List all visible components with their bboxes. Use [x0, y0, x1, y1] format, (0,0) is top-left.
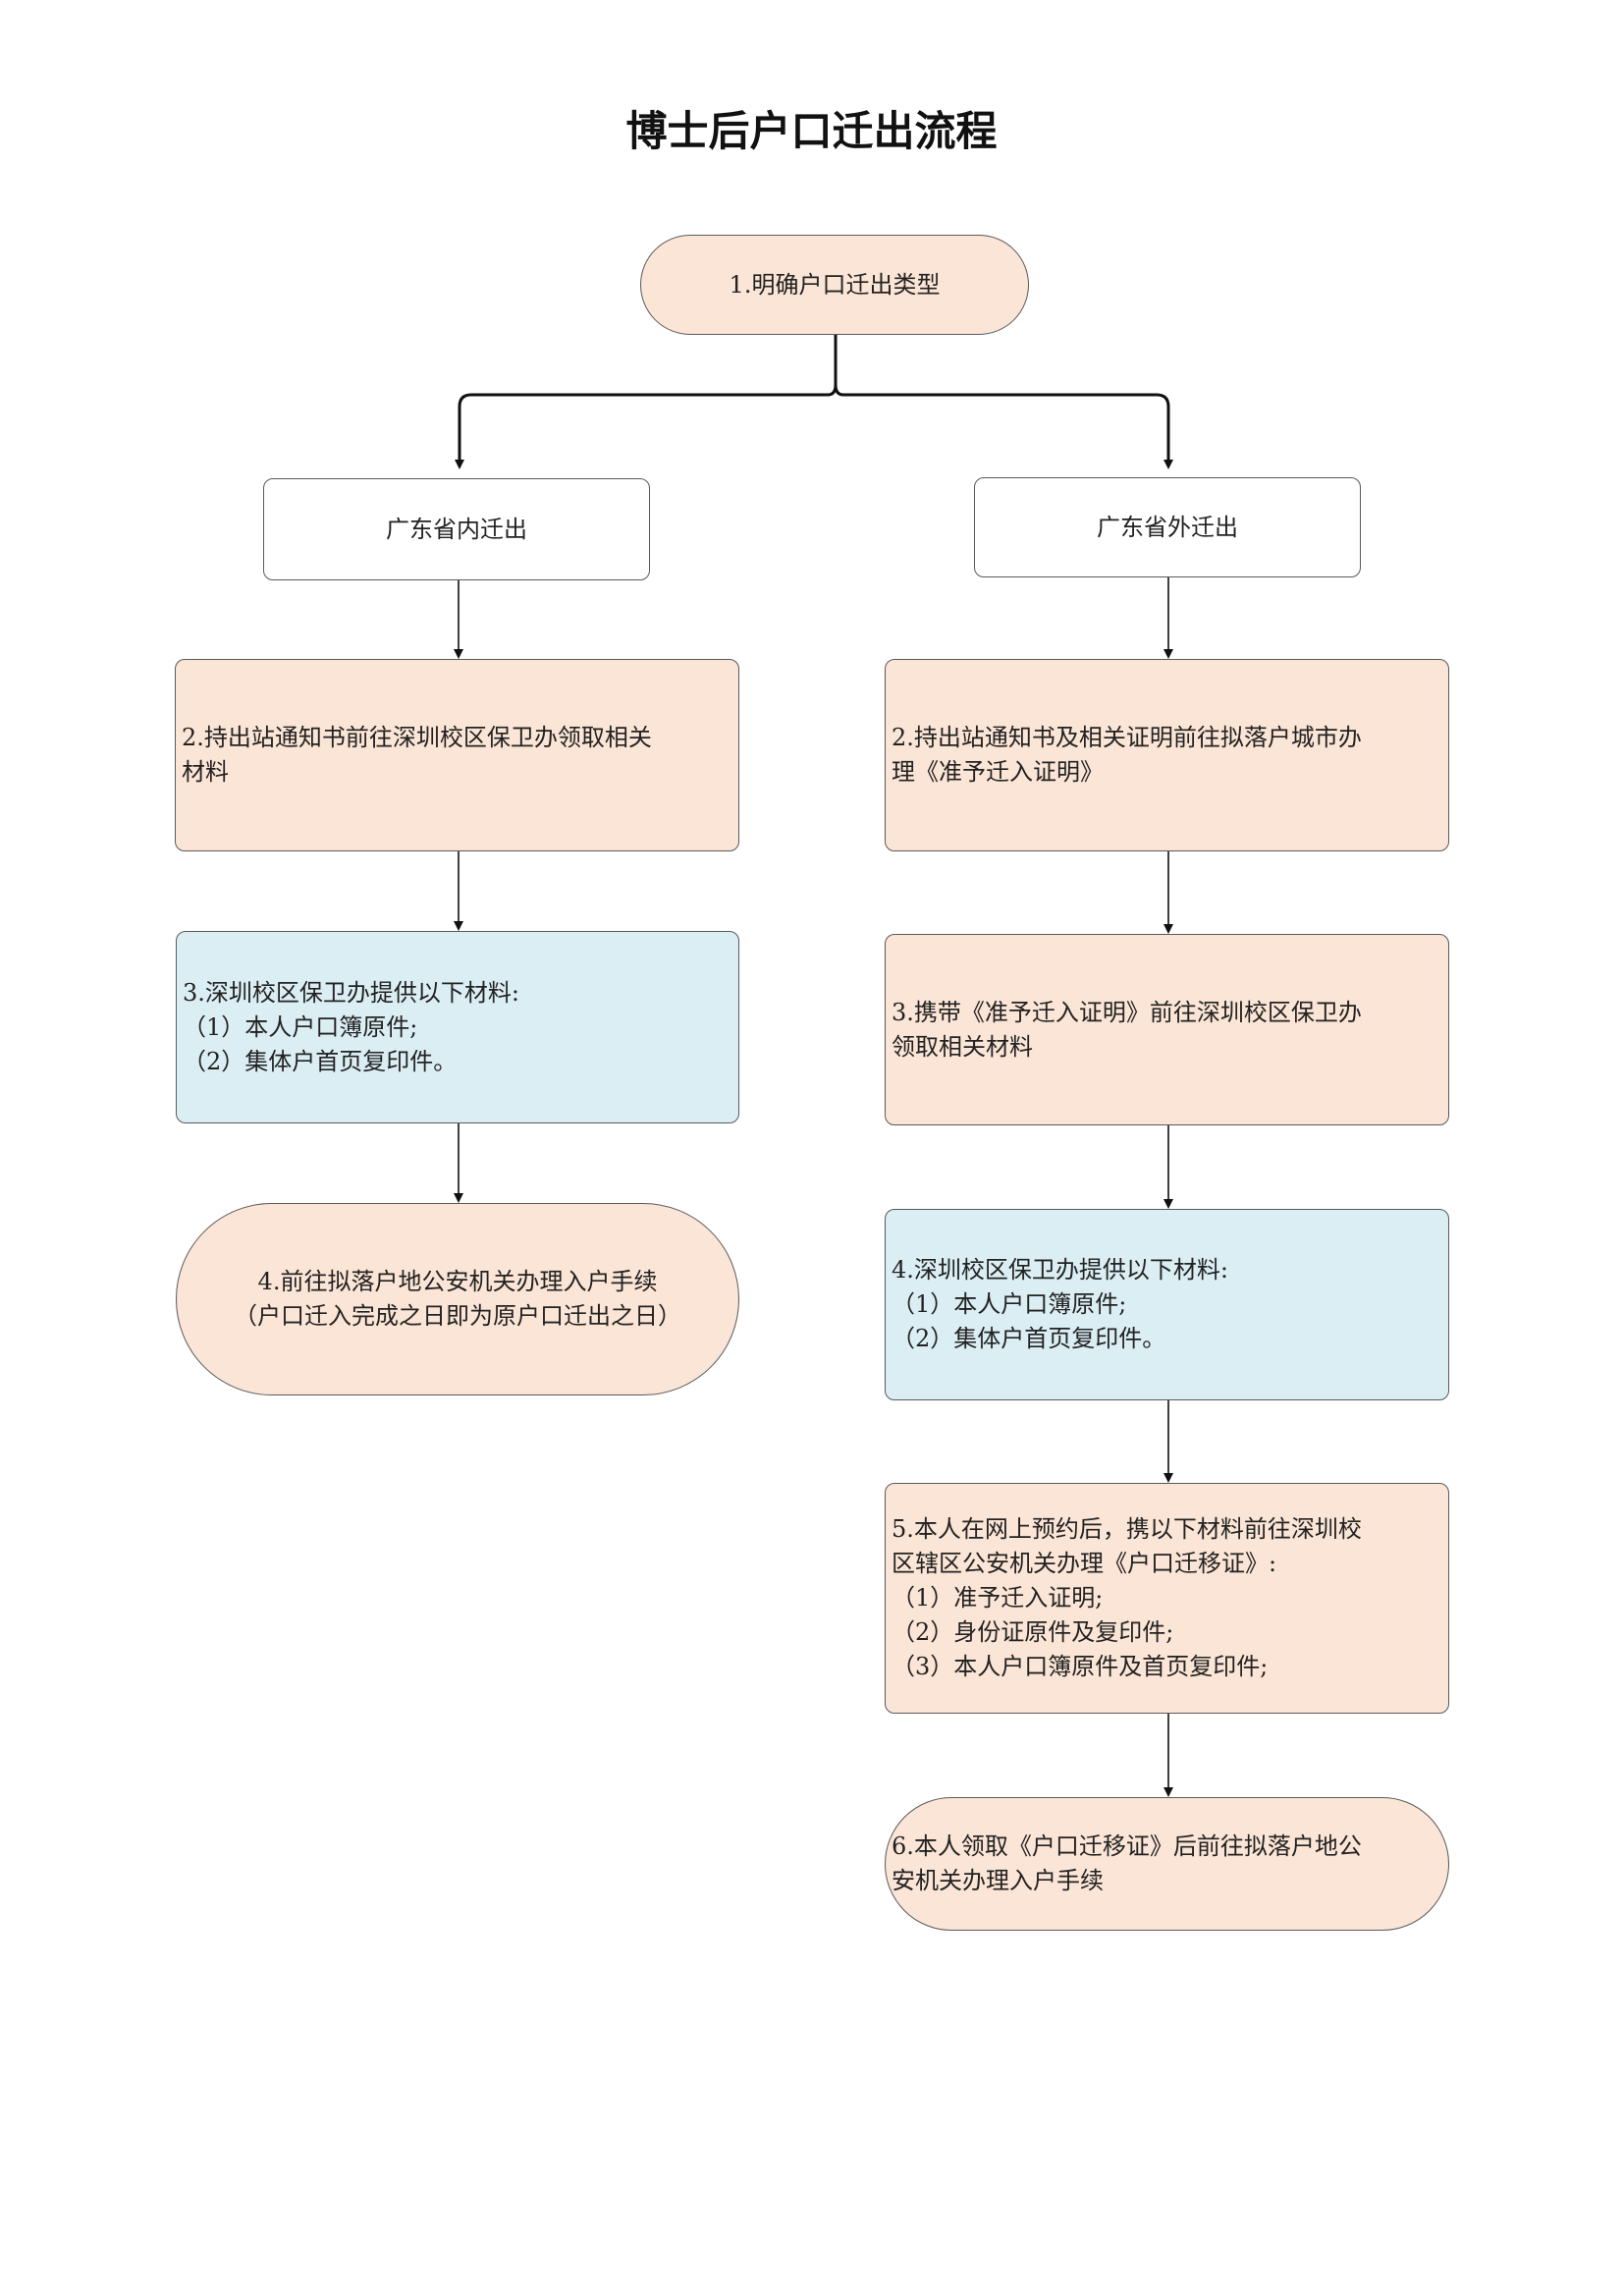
text-line: 理《准予迁入证明》: [892, 758, 1104, 786]
page-title: 博士后户口迁出流程: [625, 107, 998, 155]
branch-out-of-province-label: 广东省外迁出: [1097, 513, 1238, 541]
right-step-3-text: 3.携带《准予迁入证明》前往深圳校区保卫办 领取相关材料: [892, 996, 1362, 1065]
text-line: （户口迁入完成之日即为原户口迁出之日）: [234, 1302, 681, 1330]
text-line: 领取相关材料: [892, 1032, 1033, 1061]
branch-in-province-label: 广东省内迁出: [386, 515, 527, 543]
text-line: 4.前往拟落户地公安机关办理入户手续: [257, 1268, 658, 1295]
text-line: （1）本人户口簿原件;: [892, 1290, 1127, 1318]
left-step-3-text: 3.深圳校区保卫办提供以下材料: （1）本人户口簿原件; （2）集体户首页复印件…: [183, 976, 519, 1079]
right-step-3: 3.携带《准予迁入证明》前往深圳校区保卫办 领取相关材料: [885, 934, 1449, 1125]
right-step-6: 6.本人领取《户口迁移证》后前往拟落户地公 安机关办理入户手续: [885, 1797, 1449, 1931]
start-node: 1.明确户口迁出类型: [640, 235, 1029, 335]
right-step-5: 5.本人在网上预约后，携以下材料前往深圳校 区辖区公安机关办理《户口迁移证》: …: [885, 1483, 1449, 1714]
text-line: 3.携带《准予迁入证明》前往深圳校区保卫办: [892, 998, 1362, 1026]
text-line: 安机关办理入户手续: [892, 1867, 1104, 1894]
branch-in-province: 广东省内迁出: [263, 478, 650, 580]
left-step-3: 3.深圳校区保卫办提供以下材料: （1）本人户口簿原件; （2）集体户首页复印件…: [176, 931, 739, 1123]
right-step-2-text: 2.持出站通知书及相关证明前往拟落户城市办 理《准予迁入证明》: [892, 721, 1362, 790]
text-line: 区辖区公安机关办理《户口迁移证》:: [892, 1550, 1277, 1577]
right-step-2: 2.持出站通知书及相关证明前往拟落户城市办 理《准予迁入证明》: [885, 659, 1449, 851]
text-line: 4.深圳校区保卫办提供以下材料:: [892, 1256, 1228, 1284]
branch-split-connector: [455, 334, 1173, 469]
text-line: （2）集体户首页复印件。: [892, 1325, 1166, 1352]
text-line: （2）集体户首页复印件。: [183, 1047, 458, 1075]
right-step-4-text: 4.深圳校区保卫办提供以下材料: （1）本人户口簿原件; （2）集体户首页复印件…: [892, 1253, 1228, 1356]
text-line: 3.深圳校区保卫办提供以下材料:: [183, 978, 519, 1007]
start-node-label: 1.明确户口迁出类型: [729, 270, 941, 299]
step-arrows: [454, 577, 1173, 1797]
left-step-2: 2.持出站通知书前往深圳校区保卫办领取相关 材料: [175, 659, 739, 851]
left-step-4-text: 4.前往拟落户地公安机关办理入户手续 （户口迁入完成之日即为原户口迁出之日）: [234, 1265, 681, 1334]
text-line: 材料: [182, 758, 229, 786]
text-line: （2）身份证原件及复印件;: [892, 1618, 1174, 1646]
left-step-4: 4.前往拟落户地公安机关办理入户手续 （户口迁入完成之日即为原户口迁出之日）: [176, 1203, 739, 1395]
text-line: 6.本人领取《户口迁移证》后前往拟落户地公: [892, 1832, 1362, 1860]
text-line: （1）本人户口簿原件;: [183, 1012, 418, 1041]
right-step-4: 4.深圳校区保卫办提供以下材料: （1）本人户口簿原件; （2）集体户首页复印件…: [885, 1209, 1449, 1400]
right-step-5-text: 5.本人在网上预约后，携以下材料前往深圳校 区辖区公安机关办理《户口迁移证》: …: [892, 1512, 1362, 1684]
text-line: 5.本人在网上预约后，携以下材料前往深圳校: [892, 1515, 1362, 1543]
right-step-6-text: 6.本人领取《户口迁移证》后前往拟落户地公 安机关办理入户手续: [892, 1830, 1362, 1898]
branch-out-of-province: 广东省外迁出: [974, 477, 1361, 577]
text-line: （1）准予迁入证明;: [892, 1584, 1104, 1612]
left-step-2-text: 2.持出站通知书前往深圳校区保卫办领取相关 材料: [182, 721, 652, 790]
text-line: 2.持出站通知书前往深圳校区保卫办领取相关: [182, 724, 652, 751]
text-line: 2.持出站通知书及相关证明前往拟落户城市办: [892, 724, 1362, 751]
text-line: （3）本人户口簿原件及首页复印件;: [892, 1653, 1269, 1680]
